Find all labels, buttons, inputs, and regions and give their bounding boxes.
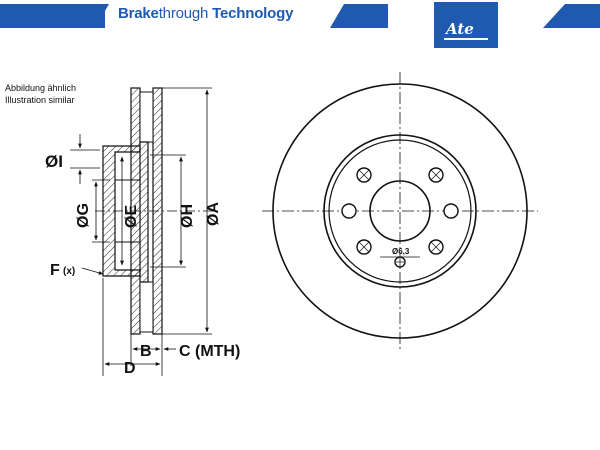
header-accent-right-slant <box>543 4 565 28</box>
note-illustration-en: Illustration similar <box>5 95 75 105</box>
dim-e-label: ØE <box>123 205 140 228</box>
vent-vane-bottom <box>139 281 154 333</box>
brand-title: Brakethrough Technology <box>118 5 293 22</box>
side-hole-left <box>341 203 357 219</box>
dim-d-label: D <box>124 360 136 377</box>
dim-f-label: F <box>50 262 60 279</box>
dim-f-leader <box>81 267 104 275</box>
dim-f-sub-label: (x) <box>63 266 75 277</box>
dim-h-label: ØH <box>179 204 196 228</box>
header-accent-mid-slant <box>330 4 344 28</box>
hole-dia-label: Ø6,3 <box>392 247 410 256</box>
brand-bold: Brake <box>118 5 159 22</box>
hat-wall <box>140 141 149 283</box>
ate-logo-underline <box>444 38 488 40</box>
dim-g-label: ØG <box>75 203 92 228</box>
wheel-bolt-hole <box>356 239 372 255</box>
wheel-bolt-hole <box>428 239 444 255</box>
section-view: ØI ØG ØE ØH ØA F (x) B C (MTH) <box>45 87 240 377</box>
note-illustration-de: Abbildung ähnlich <box>5 83 77 93</box>
front-view: Ø6,3 <box>262 72 538 350</box>
wheel-bolt-hole <box>428 167 444 183</box>
ate-logo: Ate <box>434 2 498 48</box>
header-accent-left-slant <box>95 4 109 28</box>
dim-b-label: B <box>140 343 152 360</box>
header-accent-left <box>0 4 105 28</box>
brand-thin: through <box>158 5 209 22</box>
side-hole-right <box>443 203 459 219</box>
dim-c-label: C (MTH) <box>179 343 240 360</box>
ate-logo-text: Ate <box>446 20 474 38</box>
header-bar: Brakethrough Technology <box>0 0 600 36</box>
dim-a-label: ØA <box>205 202 222 226</box>
dim-i-label: ØI <box>45 152 63 171</box>
brand-rest: Technology <box>208 5 294 22</box>
wheel-bolt-hole <box>356 167 372 183</box>
vent-vane-top <box>139 91 154 143</box>
